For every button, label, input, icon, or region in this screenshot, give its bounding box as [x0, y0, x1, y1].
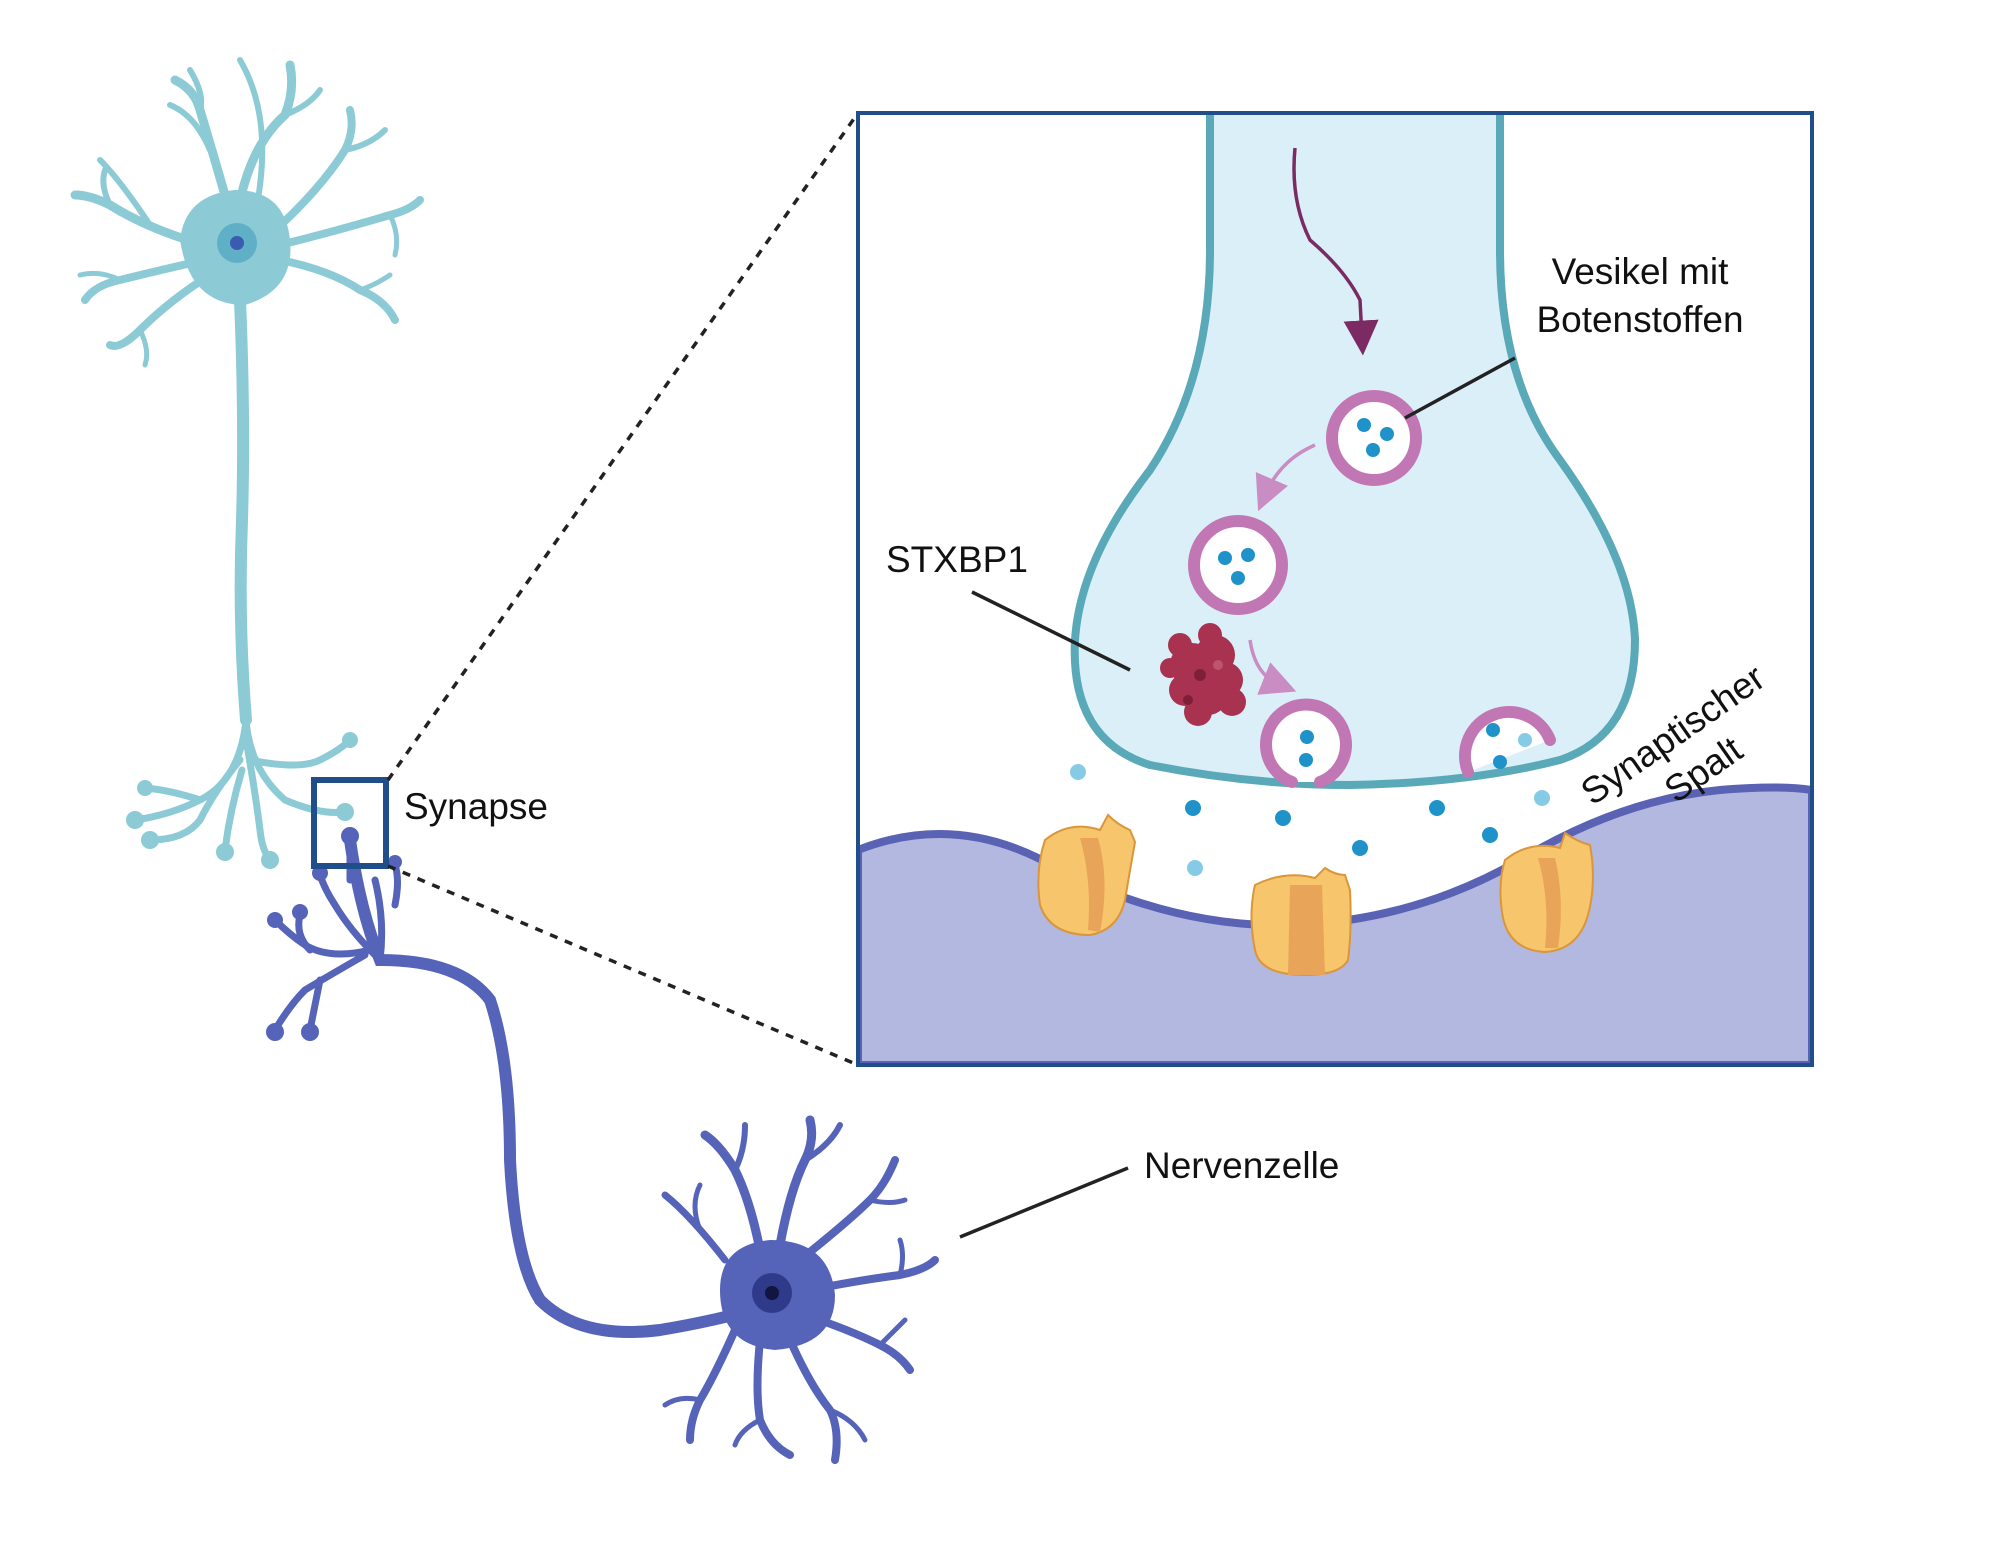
neurotransmitter-molecules: [1070, 764, 1550, 876]
vesicle-icon: [1458, 705, 1556, 778]
stxbp1-leader-line: [971, 590, 1131, 672]
synapse-zoom-box: [311, 111, 860, 1067]
receptor-icon: [1499, 831, 1594, 954]
vesicle-label-line1: Vesikel mit: [1552, 251, 1730, 292]
vesicle-leader-line: [1404, 356, 1516, 420]
vesicle-label-line2: Botenstoffen: [1536, 299, 1743, 340]
vesicle-icon: [1188, 515, 1288, 615]
vesicle-icon: [1326, 390, 1422, 486]
synapse-label: Synapse: [404, 786, 548, 827]
receptor-icon: [1250, 866, 1352, 977]
zoomed-synapse-panel: [856, 111, 1814, 1067]
nerve-cell-label: Nervenzelle: [1144, 1145, 1339, 1186]
upper-neuron-icon: [70, 57, 424, 869]
receptor-icon: [1037, 813, 1137, 937]
nerve-cell-leader-line: [959, 1166, 1129, 1239]
lower-neuron-icon: [266, 827, 939, 1464]
zoomed-panel-frame: [856, 111, 1814, 1067]
stxbp1-label: STXBP1: [886, 539, 1028, 580]
vesicle-icon: [1260, 698, 1352, 788]
stxbp1-protein-icon: [1160, 623, 1246, 726]
